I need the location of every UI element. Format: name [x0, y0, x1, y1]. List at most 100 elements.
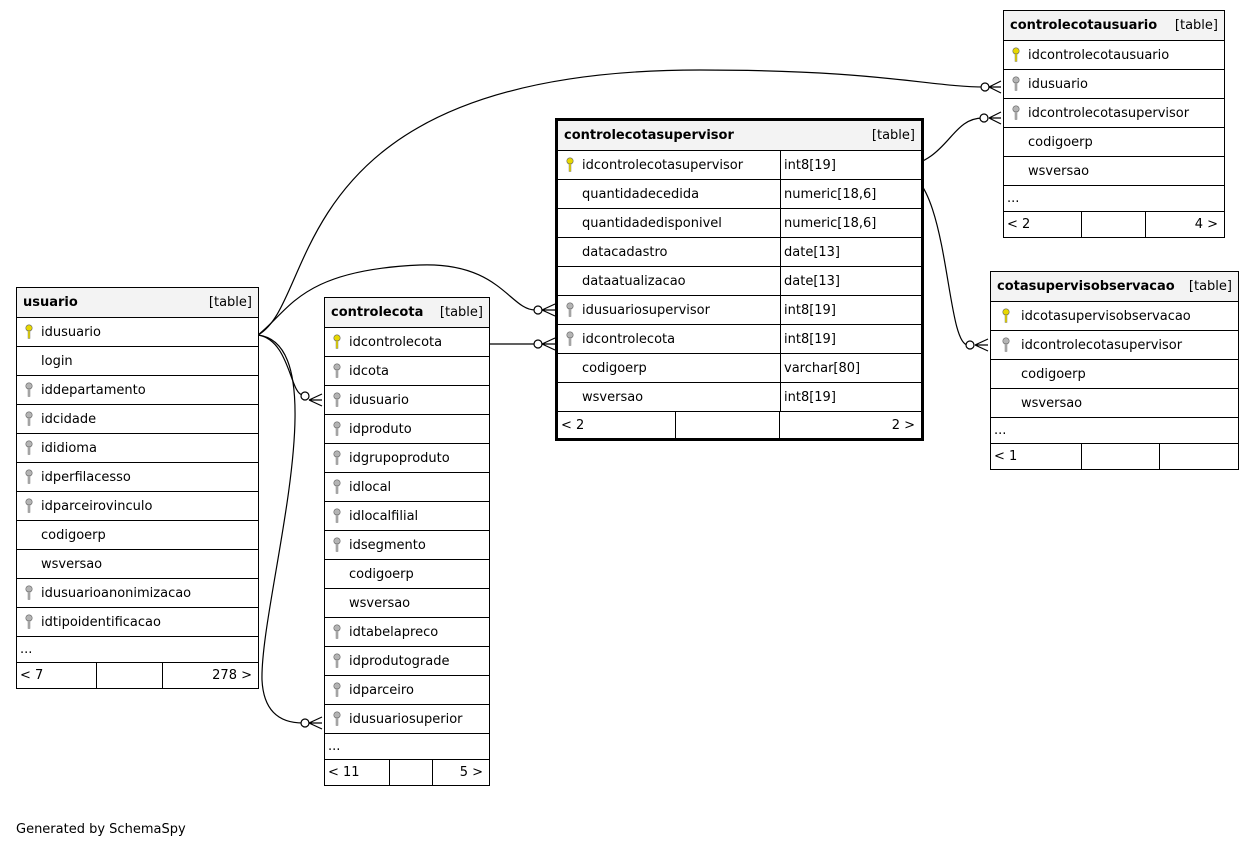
column-row[interactable]: idtabelapreco [325, 618, 489, 647]
column-row[interactable]: idproduto [325, 415, 489, 444]
table-kind: [table] [871, 128, 915, 143]
primary-key-icon [991, 308, 1021, 324]
column-row[interactable]: iddepartamento [17, 376, 258, 405]
column-row[interactable]: idusuario [325, 386, 489, 415]
table-name: controlecotausuario [1010, 18, 1158, 33]
parent-count: < 2 [558, 412, 676, 438]
parent-count: < 1 [991, 444, 1082, 469]
column-name: idlocal [349, 479, 392, 495]
column-row[interactable]: ididioma [17, 434, 258, 463]
column-row[interactable]: idcontrolecota [325, 328, 489, 357]
foreign-key-icon [325, 653, 349, 669]
column-row[interactable]: idcotasupervisobservacao [991, 302, 1238, 331]
column-row[interactable]: wsversao [1004, 157, 1224, 186]
column-row[interactable]: idprodutograde [325, 647, 489, 676]
column-row[interactable]: idparceirovinculo [17, 492, 258, 521]
table-header: controlecotasupervisor [table] [558, 121, 921, 151]
table-header: cotasupervisobservacao [table] [991, 272, 1238, 302]
foreign-key-icon [991, 337, 1021, 353]
column-name: wsversao [582, 389, 644, 405]
column-name: idcontrolecotasupervisor [1028, 105, 1190, 121]
column-name: idparceirovinculo [41, 498, 153, 514]
column-name: iddepartamento [41, 382, 146, 398]
column-name: idtipoidentificacao [41, 614, 161, 630]
parent-count: < 7 [17, 663, 97, 688]
column-row[interactable]: idlocalfilial [325, 502, 489, 531]
table-header: usuario [table] [17, 288, 258, 318]
foreign-key-icon [325, 682, 349, 698]
more-columns-ellipsis: ... [17, 637, 258, 663]
table-controlecotausuario[interactable]: controlecotausuario [table] idcontroleco… [1003, 10, 1225, 238]
column-row[interactable]: idperfilacesso [17, 463, 258, 492]
table-controlecotasupervisor[interactable]: controlecotasupervisor [table] idcontrol… [555, 118, 924, 441]
footer-spacer [1082, 212, 1146, 237]
column-row[interactable]: wsversao [325, 589, 489, 618]
column-row[interactable]: idsegmento [325, 531, 489, 560]
column-row[interactable]: idcontrolecotausuario [1004, 41, 1224, 70]
column-name: wsversao [349, 595, 411, 611]
table-kind: [table] [208, 295, 252, 310]
column-row[interactable]: idgrupoproduto [325, 444, 489, 473]
column-type: varchar[80] [780, 354, 921, 382]
column-row[interactable]: idlocal [325, 473, 489, 502]
column-name: codigoerp [41, 527, 106, 543]
parent-count: < 2 [1004, 212, 1082, 237]
column-row[interactable]: codigoerp [325, 560, 489, 589]
column-row[interactable]: login [17, 347, 258, 376]
column-row[interactable]: wsversao [991, 389, 1238, 418]
column-row[interactable]: idparceiro [325, 676, 489, 705]
column-row[interactable]: codigoerp [1004, 128, 1224, 157]
child-count: 4 > [1194, 217, 1218, 232]
child-count: 278 > [212, 668, 252, 683]
column-name: idsegmento [349, 537, 426, 553]
footer-spacer [97, 663, 163, 688]
column-row[interactable]: idtipoidentificacao [17, 608, 258, 637]
table-usuario[interactable]: usuario [table] idusuario login iddepartam… [16, 287, 259, 689]
table-cotasupervisobservacao[interactable]: cotasupervisobservacao [table] idcotasup… [990, 271, 1239, 470]
column-name: quantidadecedida [582, 186, 700, 202]
column-type: date[13] [780, 238, 921, 266]
foreign-key-icon [325, 392, 349, 408]
optional-marker [300, 391, 310, 401]
column-name: wsversao [1028, 163, 1090, 179]
table-name: cotasupervisobservacao [997, 279, 1175, 294]
column-name: idusuario [41, 324, 101, 340]
column-row[interactable]: idusuarioanonimizacao [17, 579, 258, 608]
table-footer: < 2 2 > [558, 412, 921, 438]
column-row[interactable]: codigoerp [17, 521, 258, 550]
foreign-key-icon [17, 382, 41, 398]
column-row[interactable]: codigoerp [991, 360, 1238, 389]
column-row[interactable]: wsversao [17, 550, 258, 579]
column-name: login [41, 353, 73, 369]
column-row[interactable]: idusuario [17, 318, 258, 347]
column-name: quantidadedisponivel [582, 215, 722, 231]
crowfoot-marker [308, 716, 323, 730]
more-columns-ellipsis: ... [325, 734, 489, 760]
column-row[interactable]: idusuariosuperior [325, 705, 489, 734]
column-name: idusuariosuperior [349, 711, 463, 727]
column-row[interactable]: wsversao int8[19] [558, 383, 921, 412]
parent-count: < 11 [325, 760, 390, 785]
foreign-key-icon [1004, 76, 1028, 92]
column-row[interactable]: idusuario [1004, 70, 1224, 99]
column-row[interactable]: idcontrolecotasupervisor [991, 331, 1238, 360]
column-name: idproduto [349, 421, 412, 437]
footer-spacer [390, 760, 433, 785]
column-name: idusuarioanonimizacao [41, 585, 192, 601]
table-header: controlecota [table] [325, 298, 489, 328]
column-row[interactable]: idcidade [17, 405, 258, 434]
column-row[interactable]: idcota [325, 357, 489, 386]
column-row[interactable]: idcontrolecotasupervisor [1004, 99, 1224, 128]
crowfoot-marker [988, 111, 1002, 125]
foreign-key-icon [325, 537, 349, 553]
column-type: int8[19] [780, 383, 921, 411]
